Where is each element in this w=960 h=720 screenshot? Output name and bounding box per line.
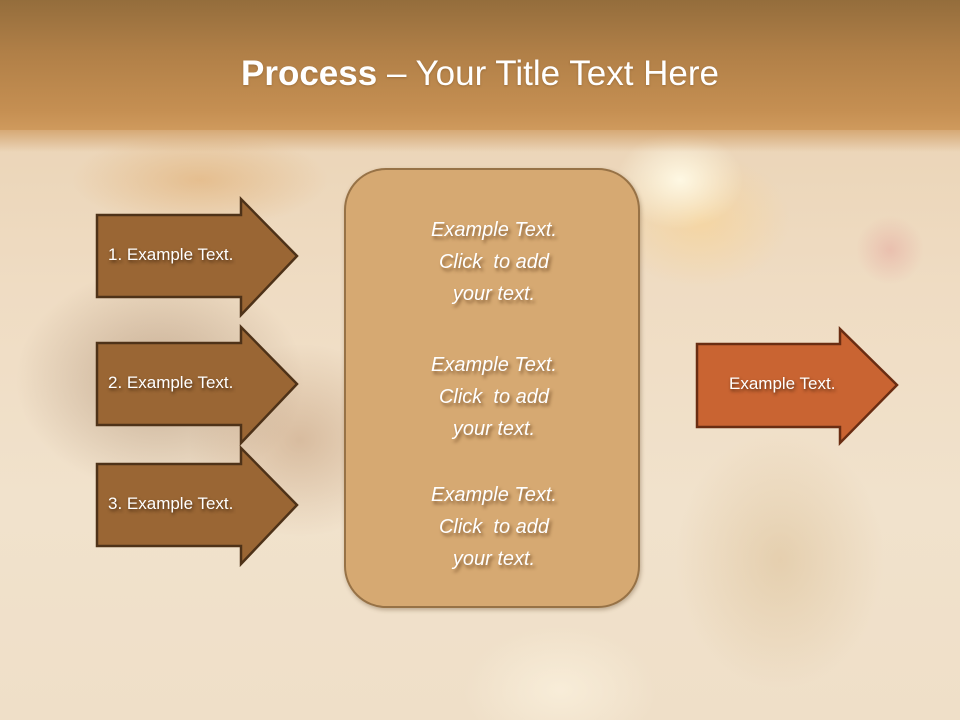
left-arrow-3-label: 3. Example Text. bbox=[108, 494, 234, 513]
left-arrow-1[interactable]: 1. Example Text. bbox=[95, 195, 299, 319]
center-text-block-2[interactable]: Example Text. Click to add your text. bbox=[346, 349, 642, 445]
arrow-right-shape-icon bbox=[95, 195, 299, 319]
left-arrow-1-label: 1. Example Text. bbox=[108, 245, 234, 264]
block-1-line-1: Example Text. bbox=[431, 219, 557, 241]
block-1-line-3: your text. bbox=[452, 283, 536, 305]
right-arrow-label: Example Text. bbox=[729, 374, 836, 393]
block-3-line-3: your text. bbox=[452, 548, 536, 570]
block-1-line-2: Click to add bbox=[438, 251, 550, 273]
arrow-right-shape-icon bbox=[695, 326, 899, 447]
arrow-right-shape-icon bbox=[95, 323, 299, 447]
left-arrow-3[interactable]: 3. Example Text. bbox=[95, 444, 299, 568]
title-band bbox=[0, 0, 960, 152]
center-text-block-1[interactable]: Example Text. Click to add your text. bbox=[346, 214, 642, 310]
slide-title[interactable]: Process – Your Title Text Here bbox=[0, 52, 960, 96]
right-arrow[interactable]: Example Text. bbox=[695, 326, 899, 447]
left-arrow-2[interactable]: 2. Example Text. bbox=[95, 323, 299, 447]
center-text-block-3[interactable]: Example Text. Click to add your text. bbox=[346, 479, 642, 575]
title-bold-part: Process bbox=[241, 54, 378, 93]
title-rest-part: – Your Title Text Here bbox=[377, 54, 719, 93]
block-2-line-2: Click to add bbox=[438, 386, 550, 408]
left-arrow-2-label: 2. Example Text. bbox=[108, 373, 234, 392]
block-3-line-1: Example Text. bbox=[431, 484, 557, 506]
block-2-line-1: Example Text. bbox=[431, 354, 557, 376]
center-text-box[interactable]: Example Text. Click to add your text. Ex… bbox=[344, 168, 640, 608]
block-3-line-2: Click to add bbox=[438, 516, 550, 538]
arrow-right-shape-icon bbox=[95, 444, 299, 568]
block-2-line-3: your text. bbox=[452, 418, 536, 440]
